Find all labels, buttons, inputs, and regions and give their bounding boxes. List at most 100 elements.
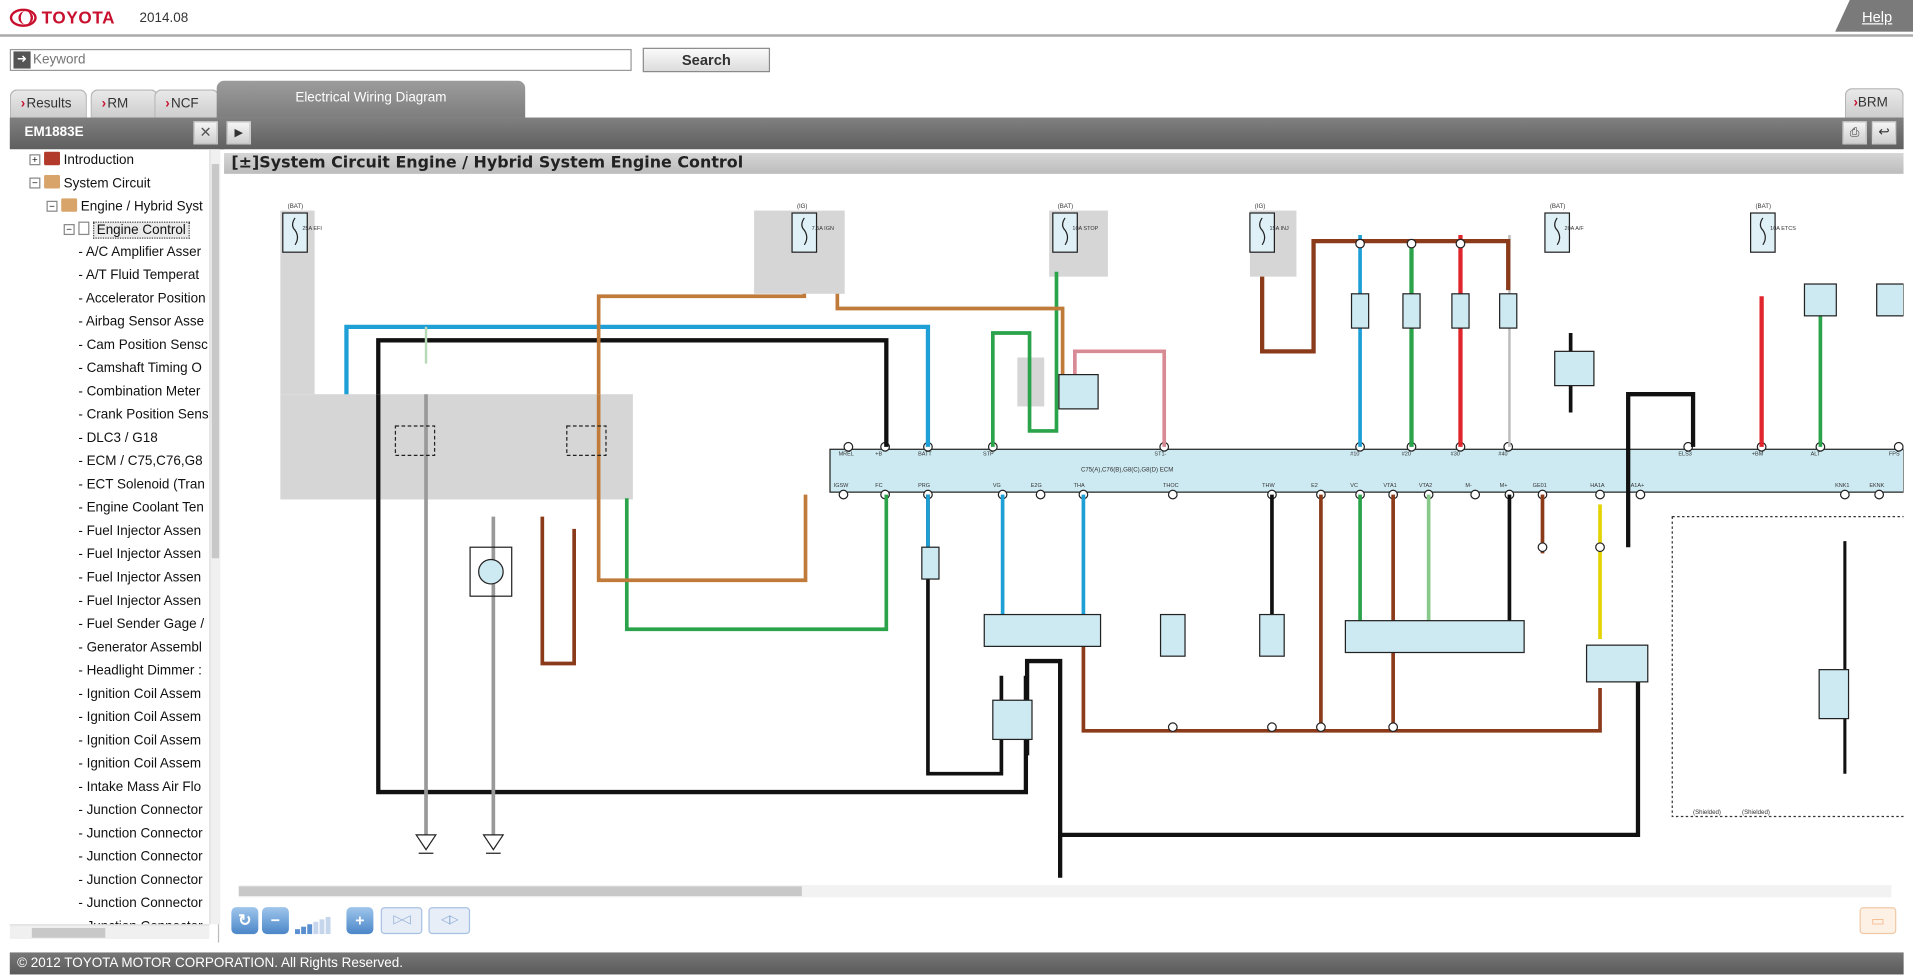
print-button[interactable]: ⎙ bbox=[1842, 121, 1867, 145]
tree-item-engine-control[interactable]: −Engine Control bbox=[63, 221, 190, 239]
tab-brm[interactable]: ›BRM bbox=[1844, 88, 1904, 118]
fuse-symbol-icon bbox=[1759, 217, 1766, 246]
wire-brown bbox=[1081, 632, 1602, 733]
tree-item-circuit[interactable]: - Ignition Coil Assem bbox=[78, 756, 202, 772]
tree-item-circuit[interactable]: - Fuel Sender Gage / bbox=[78, 616, 205, 632]
chevron-right-icon: › bbox=[1853, 95, 1858, 111]
tree-horizontal-scrollbar[interactable] bbox=[9, 924, 210, 939]
search-input[interactable] bbox=[33, 52, 621, 68]
mass-air-flow-meter bbox=[983, 613, 1102, 647]
tree-item-circuit[interactable]: - Junction Connector bbox=[78, 803, 203, 818]
zoom-in-button[interactable]: + bbox=[346, 907, 374, 935]
expand-icon[interactable]: + bbox=[29, 154, 41, 166]
tree-item-circuit[interactable]: - Fuel Injector Assen bbox=[78, 547, 202, 562]
ecm-pin-node bbox=[1035, 489, 1046, 500]
fuel-injector bbox=[1499, 293, 1518, 329]
fuse-rating-label: 25A EFI bbox=[302, 226, 322, 232]
fuse-rating-label: 10A STOP bbox=[1072, 226, 1098, 232]
junction-connector bbox=[992, 699, 1033, 741]
close-panel-button[interactable]: ✕ bbox=[193, 121, 218, 145]
ecm-pin-label: M- bbox=[1465, 483, 1472, 489]
tree-item-circuit[interactable]: - Ignition Coil Assem bbox=[78, 686, 202, 702]
ground-icon bbox=[482, 834, 505, 851]
tree-item-circuit[interactable]: - A/C Amplifier Asser bbox=[78, 244, 202, 260]
splice-node bbox=[1355, 238, 1365, 249]
fit-width-button[interactable]: ▷◁ bbox=[380, 907, 423, 935]
expand-panel-button[interactable]: ▶ bbox=[226, 121, 251, 145]
shielded-label: (Shielded) bbox=[1742, 809, 1770, 816]
air-fuel-ratio-sensor bbox=[1585, 644, 1649, 683]
chevron-right-icon: › bbox=[165, 96, 170, 112]
tree-item-circuit[interactable]: - Fuel Injector Assen bbox=[78, 593, 202, 609]
tree-item-introduction[interactable]: +Introduction bbox=[29, 151, 134, 168]
ground-icon bbox=[415, 834, 437, 851]
tab-results[interactable]: ›Results bbox=[9, 89, 87, 118]
splice-node bbox=[1388, 722, 1399, 733]
wire-black bbox=[1024, 658, 1063, 878]
ecm-pin-node bbox=[843, 441, 854, 452]
tree-item-circuit[interactable]: - Generator Assembl bbox=[78, 640, 202, 655]
tree-item-circuit[interactable]: - A/T Fluid Temperat bbox=[78, 268, 200, 283]
tree-item-engine-hybrid[interactable]: −Engine / Hybrid Syst bbox=[46, 198, 203, 214]
tree-item-circuit[interactable]: - Ignition Coil Assem bbox=[78, 710, 202, 725]
refresh-button[interactable]: ↻ bbox=[231, 907, 259, 935]
search-button[interactable]: Search bbox=[642, 47, 771, 73]
collapse-icon[interactable]: − bbox=[63, 224, 75, 236]
scroll-thumb[interactable] bbox=[31, 927, 106, 938]
panel-header: EM1883E ✕ ▶ ⎙ ↩ bbox=[9, 117, 1904, 150]
fit-page-button[interactable]: ◁▷ bbox=[428, 907, 471, 935]
tree-item-circuit[interactable]: - Camshaft Timing O bbox=[78, 361, 202, 376]
help-link[interactable]: Help bbox=[1835, 0, 1913, 32]
document-id: EM1883E bbox=[24, 124, 84, 140]
tree-item-circuit[interactable]: - Accelerator Position bbox=[78, 291, 206, 307]
scroll-thumb[interactable] bbox=[211, 164, 220, 559]
scroll-thumb[interactable] bbox=[238, 886, 802, 897]
wiring-diagram-canvas[interactable]: (BAT)25A EFI(IG)7.5A IGN(BAT)10A STOP(IG… bbox=[224, 149, 1904, 884]
tab-rm[interactable]: ›RM bbox=[90, 89, 158, 118]
fuse bbox=[791, 212, 818, 253]
ecm-pin-label: BATT bbox=[918, 451, 932, 457]
collapse-icon[interactable]: − bbox=[29, 177, 41, 189]
tree-item-circuit[interactable]: - Cam Position Sensc bbox=[78, 337, 208, 353]
tree-item-circuit[interactable]: - Crank Position Sens bbox=[78, 407, 209, 423]
zoom-out-button[interactable]: − bbox=[261, 907, 289, 935]
fuse bbox=[282, 212, 308, 253]
tree-vertical-scrollbar[interactable] bbox=[209, 149, 221, 925]
open-book-icon bbox=[44, 175, 60, 189]
toyota-logo: TOYOTA bbox=[9, 7, 115, 27]
fuse-symbol-icon bbox=[1259, 217, 1266, 246]
return-button[interactable]: ↩ bbox=[1871, 121, 1897, 145]
tree-item-circuit[interactable]: - Intake Mass Air Flo bbox=[78, 779, 202, 795]
splice-node bbox=[1406, 238, 1417, 249]
ecm-pin-node bbox=[838, 489, 849, 500]
collapse-icon[interactable]: − bbox=[46, 200, 58, 212]
throttle-body bbox=[1344, 620, 1525, 654]
tree-item-system-circuit[interactable]: −System Circuit bbox=[29, 175, 150, 191]
zoom-level-indicator[interactable] bbox=[295, 914, 344, 935]
tree-item-circuit[interactable]: - Junction Connector bbox=[78, 896, 203, 911]
tree-item-circuit[interactable]: - Airbag Sensor Asse bbox=[78, 314, 205, 330]
tree-item-circuit[interactable]: - Fuel Injector Assen bbox=[78, 523, 202, 539]
tree-item-circuit[interactable]: - Junction Connector bbox=[78, 849, 203, 865]
wiring-diagram-viewer[interactable]: (BAT)25A EFI(IG)7.5A IGN(BAT)10A STOP(IG… bbox=[224, 149, 1904, 884]
tree-item-circuit[interactable]: - Junction Connector bbox=[78, 872, 203, 888]
wire-black bbox=[376, 338, 889, 447]
tree-item-circuit[interactable]: - Engine Coolant Ten bbox=[78, 500, 204, 516]
tab-electrical-wiring-diagram[interactable]: Electrical Wiring Diagram bbox=[216, 80, 526, 118]
ecm-pin-label: IGSW bbox=[834, 483, 849, 489]
fuse-source-label: (BAT) bbox=[288, 203, 304, 210]
ecm-pin-label: GE01 bbox=[1533, 483, 1547, 489]
keyword-arrow-icon: ➜ bbox=[13, 51, 31, 69]
tree-item-circuit[interactable]: - ECM / C75,C76,G8 bbox=[78, 454, 203, 469]
tree-item-circuit[interactable]: - Junction Connector bbox=[78, 826, 203, 842]
comment-icon[interactable]: ▭ bbox=[1859, 907, 1897, 935]
tree-item-circuit[interactable]: - Combination Meter bbox=[78, 384, 201, 400]
diagram-horizontal-scrollbar[interactable] bbox=[238, 885, 1892, 898]
ecm-pin-label: A1A+ bbox=[1631, 483, 1645, 489]
tree-item-circuit[interactable]: - Headlight Dimmer : bbox=[78, 663, 202, 679]
tree-item-circuit[interactable]: - ECT Solenoid (Tran bbox=[78, 477, 205, 493]
tree-item-circuit[interactable]: - DLC3 / G18 bbox=[78, 430, 158, 446]
tree-item-circuit[interactable]: - Ignition Coil Assem bbox=[78, 733, 202, 748]
tree-item-circuit[interactable]: - Fuel Injector Assen bbox=[78, 570, 202, 586]
tab-ncf[interactable]: ›NCF bbox=[154, 89, 220, 118]
